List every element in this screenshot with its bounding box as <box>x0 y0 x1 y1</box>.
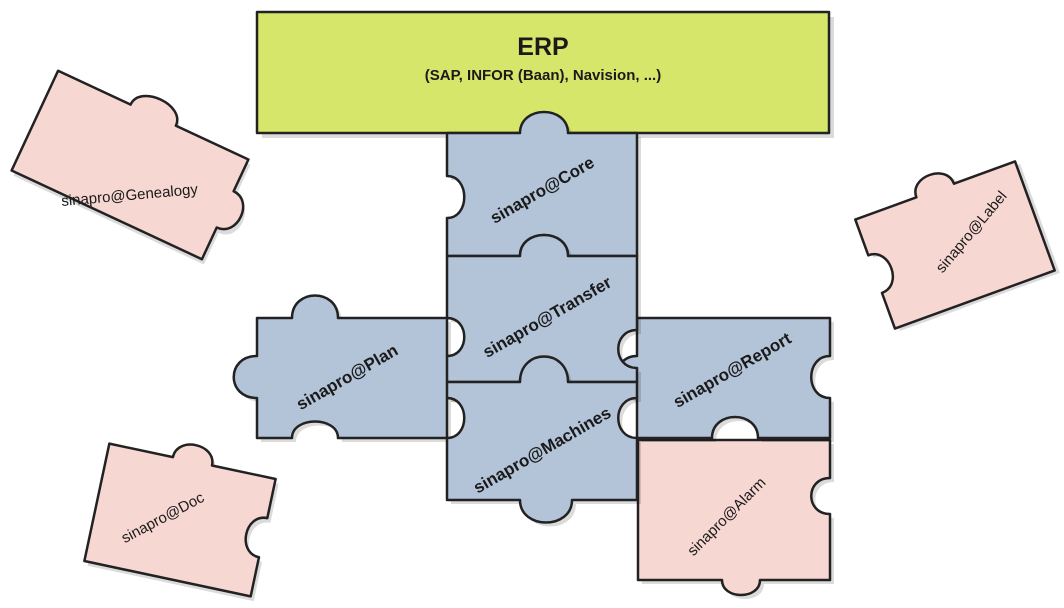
module-machines <box>445 355 641 527</box>
erp-block: ERP (SAP, INFOR (Baan), Navision, ...) <box>255 10 834 138</box>
erp-title: ERP <box>517 33 568 61</box>
module-report <box>615 316 834 442</box>
erp-subtitle: (SAP, INFOR (Baan), Navision, ...) <box>425 67 661 84</box>
module-core <box>445 110 641 260</box>
module-doc <box>83 442 279 602</box>
module-plan <box>232 294 469 442</box>
doc-piece <box>83 442 277 598</box>
module-transfer <box>445 233 641 386</box>
genealogy-piece <box>10 69 250 261</box>
module-label <box>854 160 1060 331</box>
label-piece <box>854 160 1056 330</box>
machines-piece <box>445 355 639 524</box>
module-genealogy <box>10 69 251 265</box>
alarm-piece <box>636 438 832 597</box>
module-alarm <box>636 438 834 599</box>
